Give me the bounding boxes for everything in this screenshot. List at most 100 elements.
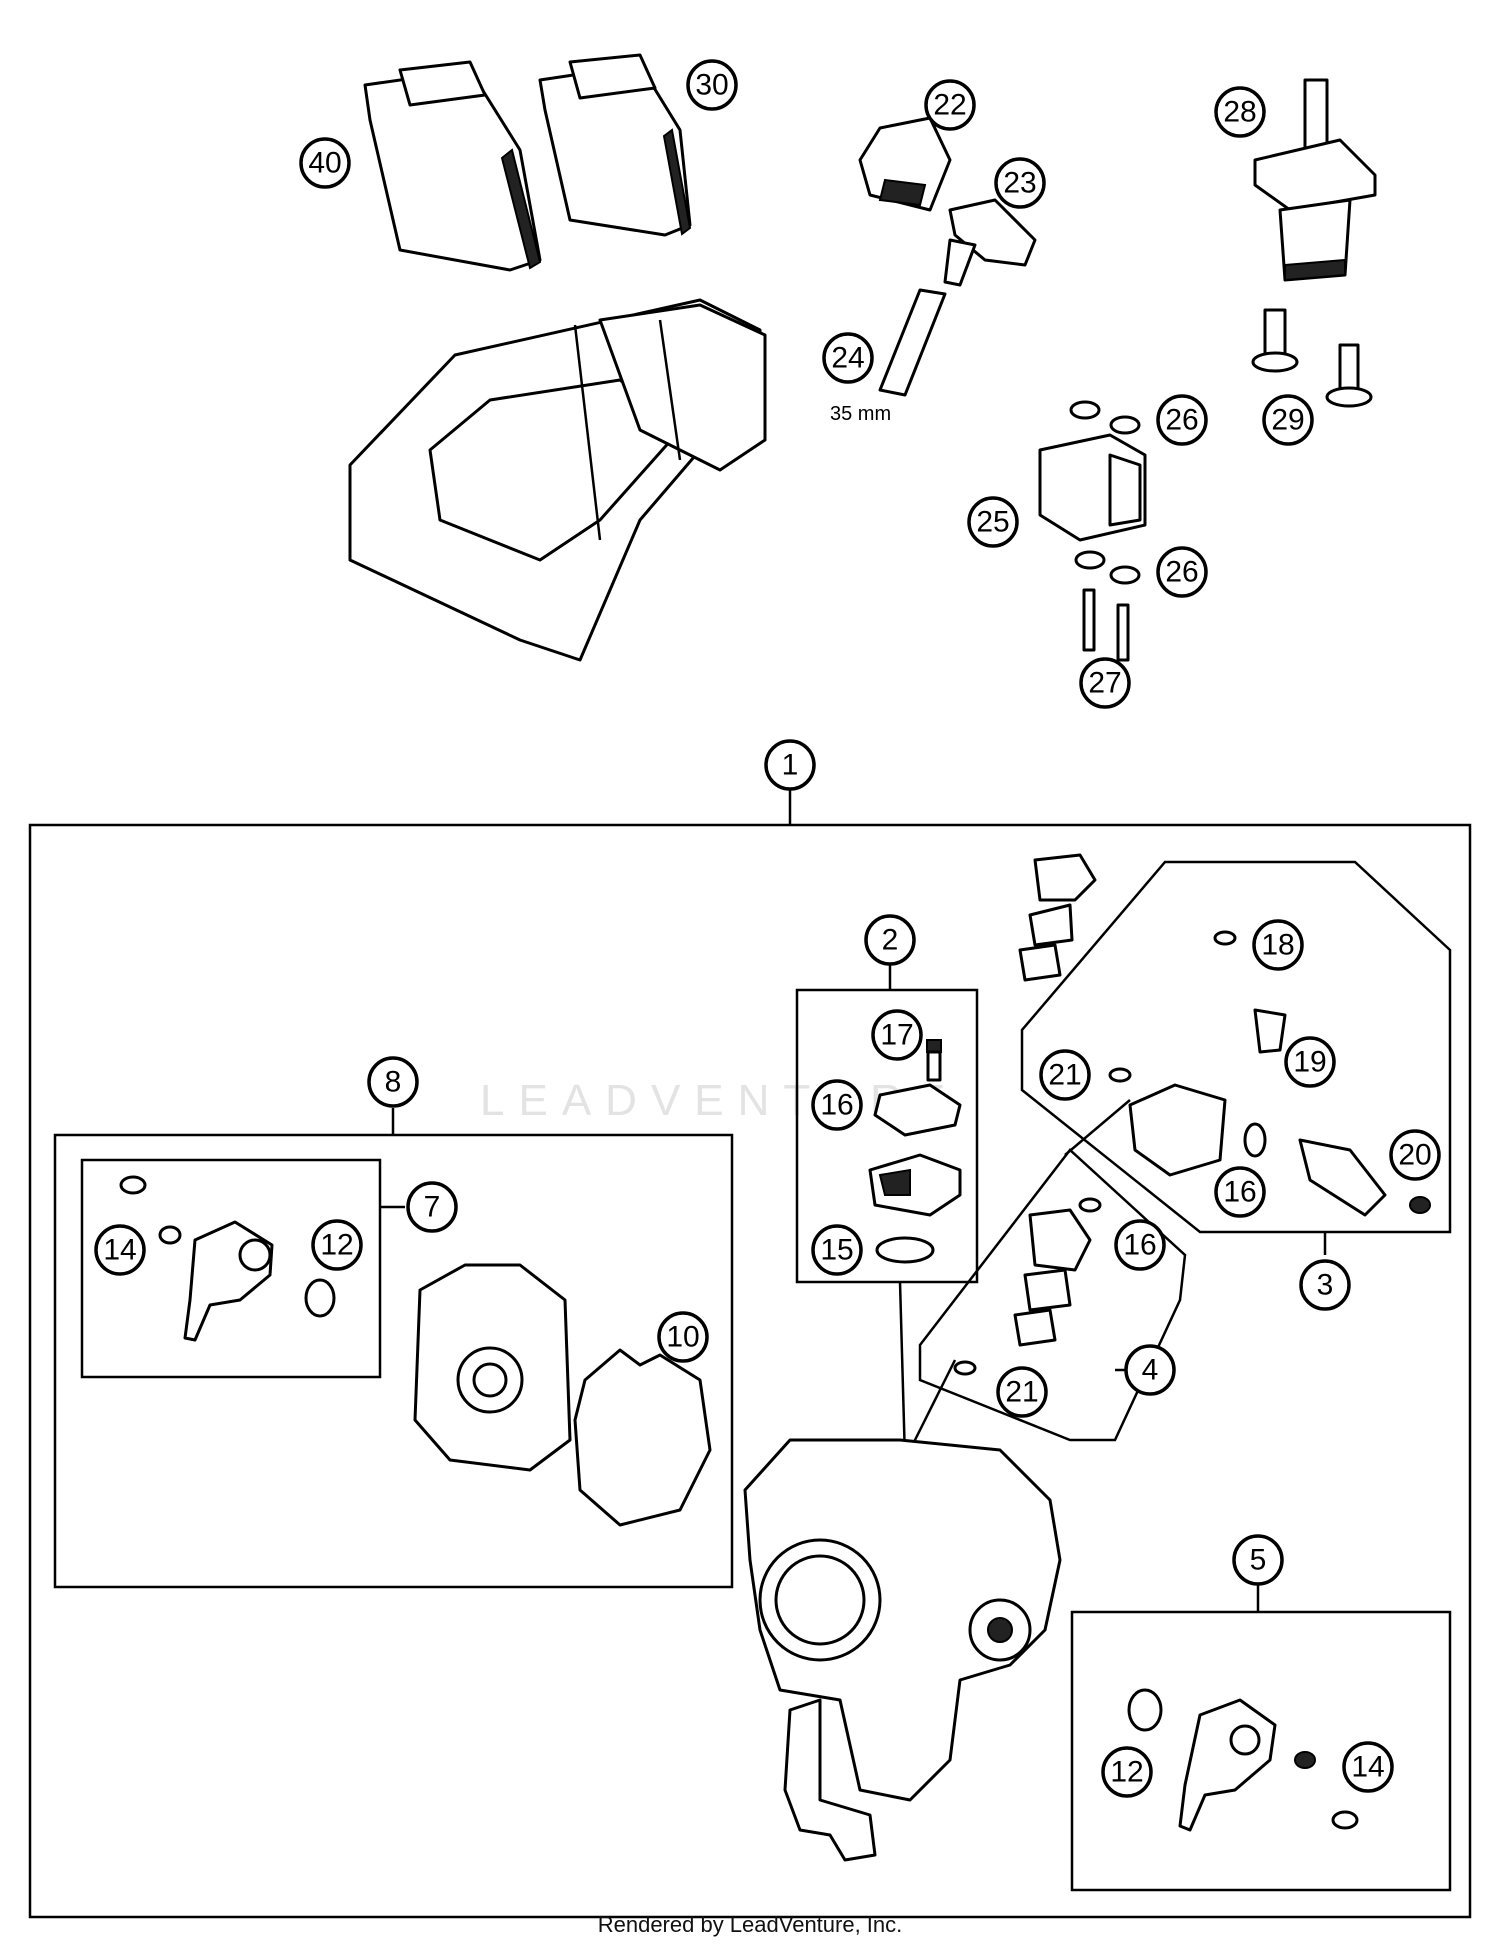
washers-26-top: [1069, 400, 1141, 435]
svg-text:23: 23: [1003, 167, 1036, 200]
callout-12-group5: 12: [1101, 1746, 1153, 1798]
svg-text:16: 16: [1123, 1229, 1156, 1262]
svg-text:12: 12: [320, 1229, 353, 1262]
svg-text:25: 25: [976, 506, 1009, 539]
svg-text:29: 29: [1271, 404, 1304, 437]
svg-text:12: 12: [1110, 1756, 1143, 1789]
svg-text:30: 30: [695, 69, 728, 102]
callout-21-group3: 21: [1039, 1049, 1091, 1101]
svg-text:4: 4: [1142, 1354, 1159, 1387]
callout-40: 40: [299, 137, 351, 189]
svg-text:16: 16: [820, 1089, 853, 1122]
svg-text:14: 14: [103, 1234, 136, 1267]
connector-22: [858, 116, 952, 212]
sensor-2: [868, 1153, 962, 1217]
watermark: LEADVENTURE: [480, 1076, 960, 1125]
throttle-body: [743, 1438, 1062, 1862]
callout-20: 20: [1389, 1129, 1441, 1181]
callout-2: 2: [864, 914, 916, 966]
injector-upper: [1018, 853, 1097, 982]
leader-2-to-body: [898, 1281, 907, 1461]
svg-text:28: 28: [1223, 96, 1256, 129]
assembly-1-frame: [28, 823, 1472, 1919]
callout-3: 3: [1299, 1259, 1351, 1311]
svg-text:21: 21: [1048, 1059, 1081, 1092]
svg-text:18: 18: [1261, 929, 1294, 962]
leader-4-to-body: [908, 1359, 957, 1451]
callout-29: 29: [1262, 394, 1314, 446]
callout-30: 30: [686, 59, 738, 111]
callout-7: 7: [406, 1181, 458, 1233]
svg-text:14: 14: [1351, 1751, 1384, 1784]
callout-10: 10: [657, 1311, 709, 1363]
callout-19: 19: [1284, 1036, 1336, 1088]
callout-26-top: 26: [1156, 394, 1208, 446]
svg-text:3: 3: [1317, 1269, 1334, 1302]
hose-length-label: 35 mm: [830, 403, 891, 425]
callout-21-group4: 21: [996, 1366, 1048, 1418]
svg-text:40: 40: [308, 147, 341, 180]
svg-text:1: 1: [782, 749, 799, 782]
callout-18: 18: [1252, 919, 1304, 971]
footer-credit: Rendered by LeadVenture, Inc.: [597, 1912, 903, 1937]
svg-text:2: 2: [882, 924, 899, 957]
svg-text:10: 10: [666, 1321, 699, 1354]
callout-16-group4: 16: [1114, 1219, 1166, 1271]
svg-text:15: 15: [820, 1234, 853, 1267]
callout-14-group5: 14: [1342, 1741, 1394, 1793]
group-3-parts: [1108, 930, 1431, 1217]
svg-text:21: 21: [1005, 1376, 1038, 1409]
group-5-frame: [1070, 1610, 1452, 1892]
group-2-frame: [795, 988, 979, 1284]
bolts-27: [1082, 588, 1130, 662]
hose-24: [878, 288, 947, 397]
injector-4: [953, 1197, 1102, 1376]
group-7-parts: [119, 1175, 336, 1342]
svg-text:16: 16: [1223, 1176, 1256, 1209]
svg-text:26: 26: [1165, 404, 1198, 437]
sensor-23: [943, 198, 1037, 287]
o-ring-15: [875, 1236, 935, 1264]
group-5-parts: [1127, 1688, 1359, 1832]
svg-text:8: 8: [385, 1066, 402, 1099]
ecu-tray: [348, 298, 767, 662]
callout-28: 28: [1214, 86, 1266, 138]
callout-15: 15: [811, 1224, 863, 1276]
screw-29: [1251, 308, 1373, 408]
throttle-cover: [413, 1263, 572, 1472]
svg-text:17: 17: [880, 1019, 913, 1052]
group-7-frame: [80, 1158, 382, 1379]
svg-text:27: 27: [1088, 667, 1121, 700]
callout-25: 25: [967, 496, 1019, 548]
callout-16-group3: 16: [1214, 1166, 1266, 1218]
callout-22: 22: [924, 79, 976, 131]
screw-17: [926, 1039, 942, 1082]
callout-17: 17: [871, 1009, 923, 1061]
leader-4-to-3: [1064, 1099, 1131, 1156]
callout-8: 8: [367, 1056, 419, 1108]
callout-12-group7: 12: [311, 1219, 363, 1271]
ecu-unit-40: [363, 60, 542, 272]
washers-26-bottom: [1074, 550, 1141, 585]
svg-text:20: 20: [1398, 1139, 1431, 1172]
callout-26-bottom: 26: [1156, 546, 1208, 598]
callout-1: 1: [764, 739, 816, 791]
callout-4: 4: [1124, 1344, 1176, 1396]
svg-text:5: 5: [1250, 1544, 1267, 1577]
svg-text:22: 22: [933, 89, 966, 122]
callout-27: 27: [1079, 657, 1131, 709]
ecu-unit-30: [538, 53, 692, 237]
group-8-frame: [53, 1133, 734, 1589]
callout-23: 23: [994, 157, 1046, 209]
callout-24: 24: [822, 332, 874, 384]
svg-text:7: 7: [424, 1191, 441, 1224]
callout-14-group7: 14: [94, 1224, 146, 1276]
bracket-16: [873, 1083, 962, 1137]
callout-5: 5: [1232, 1534, 1284, 1586]
gasket-10: [573, 1348, 712, 1527]
svg-text:26: 26: [1165, 556, 1198, 589]
svg-text:24: 24: [831, 342, 864, 375]
sensor-28: [1253, 78, 1377, 282]
callout-16-group2: 16: [811, 1079, 863, 1131]
